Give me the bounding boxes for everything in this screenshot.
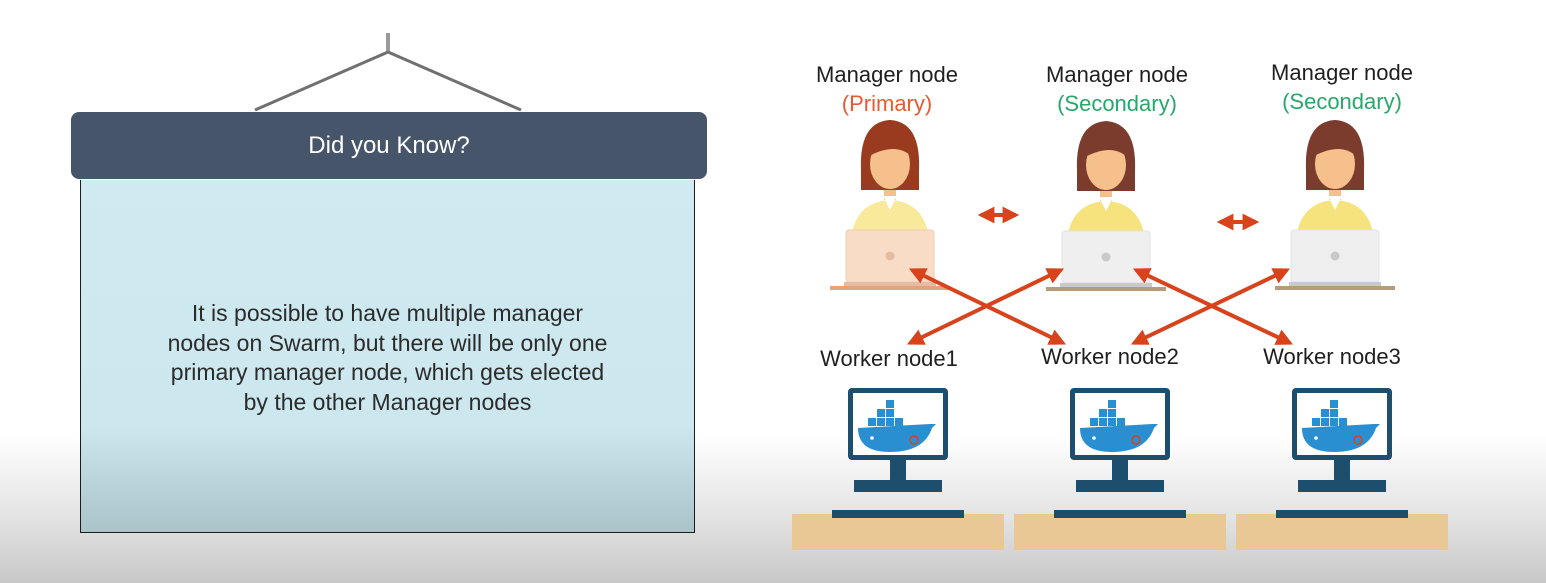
arrow-manager3-worker2 [1130,268,1291,345]
card-text-line: by the other Manager nodes [243,388,532,415]
worker-1-computer-icon [791,387,1005,551]
manager-1-caption: Manager node (Primary) [772,60,1002,118]
hanger-wire-left [254,50,389,112]
manager-2-person-icon [1045,120,1167,292]
worker-3-computer-icon [1235,387,1449,551]
card-text: It is possible to have multiple manager … [108,299,668,417]
manager-1-label: Manager node [816,62,958,87]
manager-2-caption: Manager node (Secondary) [1002,60,1232,118]
card-text-line: nodes on Swarm, but there will be only o… [167,329,608,356]
manager-1-person-icon [829,119,951,291]
hanger-wire-right [387,50,522,112]
worker-1-label: Worker node1 [820,346,958,371]
arrow-manager2-worker1 [906,268,1065,345]
manager-3-person-icon [1274,119,1396,291]
card-body: It is possible to have multiple manager … [80,180,695,533]
manager-1-role: (Primary) [841,91,933,116]
card-title-bar: Did you Know? [71,112,707,179]
manager-3-role: (Secondary) [1282,89,1402,114]
worker-3-label: Worker node3 [1263,344,1401,369]
manager-3-label: Manager node [1271,60,1413,85]
manager-3-caption: Manager node (Secondary) [1227,58,1457,116]
worker-2-computer-icon [1013,387,1227,551]
manager-2-role: (Secondary) [1057,91,1177,116]
card-title: Did you Know? [308,131,470,159]
card-text-line: primary manager node, which gets elected [170,359,605,385]
worker-2-label: Worker node2 [1041,344,1179,369]
sign-hanger [254,33,522,112]
card-text-line: It is possible to have multiple manager [191,300,584,326]
manager-2-label: Manager node [1046,62,1188,87]
